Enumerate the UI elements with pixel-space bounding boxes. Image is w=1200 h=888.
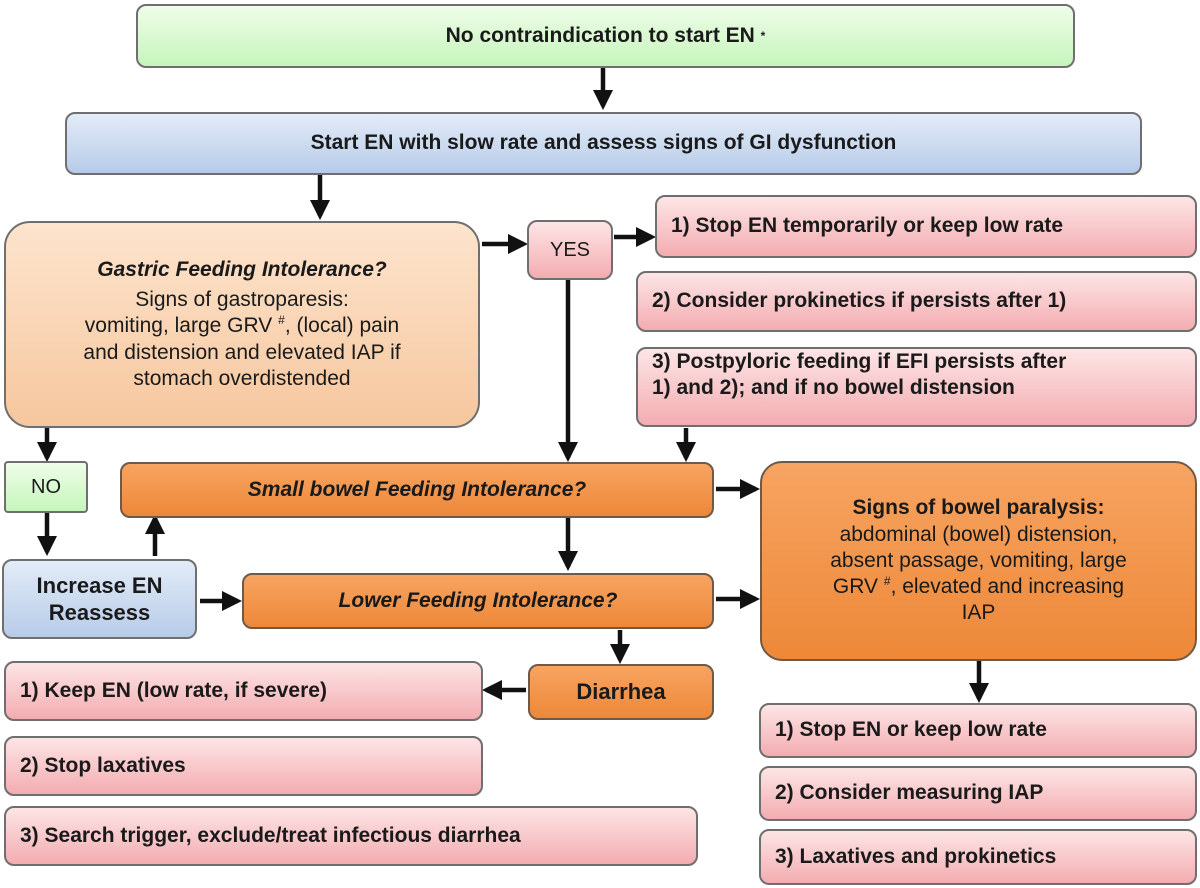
- gastric-title: Gastric Feeding Intolerance?: [97, 257, 387, 281]
- gastric-line-2: vomiting, large GRV #, (local) pain: [84, 313, 400, 338]
- paralysis-line-3: GRV #, elevated and increasing: [832, 574, 1125, 599]
- yes-box: YES: [527, 220, 613, 280]
- start-text: No contraindication to start EN: [445, 23, 755, 47]
- gastric-line-3: and distension and elevated IAP if: [83, 340, 401, 364]
- gastric-action-3-line-1: 3) Postpyloric feeding if EFI persists a…: [652, 350, 1067, 373]
- no-box: NO: [4, 461, 88, 513]
- gastric-action-2: 2) Consider prokinetics if persists afte…: [636, 271, 1197, 332]
- paralysis-line-2: absent passage, vomiting, large: [830, 548, 1127, 572]
- paralysis-line-1: abdominal (bowel) distension,: [839, 522, 1118, 546]
- gastric-action-1: 1) Stop EN temporarily or keep low rate: [655, 195, 1197, 258]
- paralysis-action-3: 3) Laxatives and prokinetics: [759, 829, 1197, 885]
- paralysis-grv-mark: #: [883, 574, 891, 589]
- small-bowel-box: Small bowel Feeding Intolerance?: [120, 462, 714, 518]
- paralysis-action-2: 2) Consider measuring IAP: [759, 766, 1197, 821]
- diarrhea-box: Diarrhea: [528, 664, 714, 720]
- bowel-paralysis-box: Signs of bowel paralysis: abdominal (bow…: [760, 461, 1197, 661]
- gastric-action-3-line-2: 1) and 2); and if no bowel distension: [652, 376, 1015, 400]
- gastric-action-3: 3) Postpyloric feeding if EFI persists a…: [636, 347, 1197, 427]
- paralysis-title: Signs of bowel paralysis:: [852, 496, 1105, 520]
- lower-intolerance-box: Lower Feeding Intolerance?: [242, 573, 714, 629]
- gastric-grv-mark: #: [278, 313, 285, 328]
- increase-line-1: Increase EN: [36, 572, 163, 598]
- gastric-line-4: stomach overdistended: [133, 366, 351, 390]
- increase-line-2: Reassess: [48, 600, 151, 625]
- diarrhea-action-2: 2) Stop laxatives: [4, 736, 483, 796]
- start-box: No contraindication to start EN *: [136, 4, 1075, 68]
- increase-en-box: Increase EN Reassess: [2, 559, 197, 639]
- paralysis-line-4: IAP: [961, 601, 996, 625]
- paralysis-action-1: 1) Stop EN or keep low rate: [759, 703, 1197, 758]
- diarrhea-action-3: 3) Search trigger, exclude/treat infecti…: [4, 806, 698, 866]
- diarrhea-action-1: 1) Keep EN (low rate, if severe): [4, 661, 483, 721]
- gastric-intolerance-box: Gastric Feeding Intolerance? Signs of ga…: [4, 221, 480, 428]
- start-en-box: Start EN with slow rate and assess signs…: [65, 112, 1142, 175]
- gastric-line-1: Signs of gastroparesis:: [135, 288, 349, 312]
